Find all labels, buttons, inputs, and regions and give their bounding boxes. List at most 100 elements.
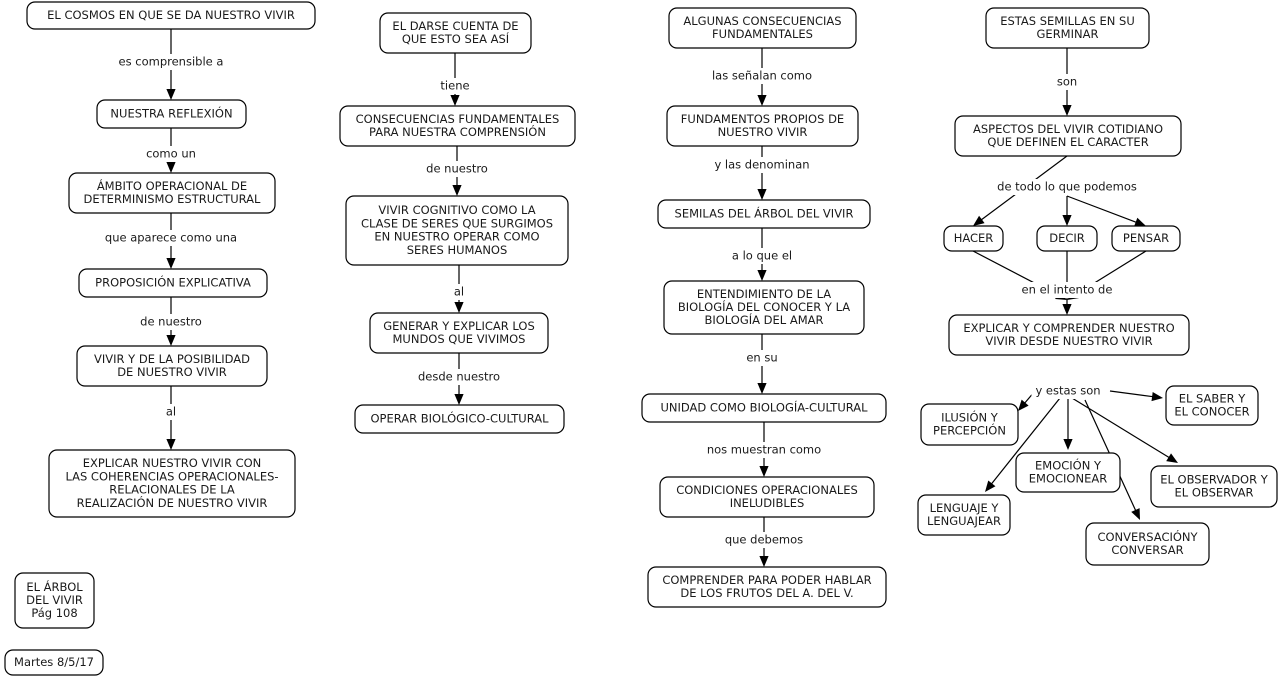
node-unidad-como-biologia-cultural[interactable]: UNIDAD COMO BIOLOGÍA-CULTURAL bbox=[641, 393, 887, 423]
node-box[interactable] bbox=[666, 105, 859, 147]
node-box[interactable] bbox=[14, 572, 95, 629]
node-box[interactable] bbox=[1036, 225, 1098, 252]
edge-label-backdrop bbox=[1054, 74, 1080, 90]
node-martes-8-5-17[interactable]: Martes 8/5/17 bbox=[4, 649, 104, 676]
node-text-line: CLASE DE SERES QUE SURGIMOS bbox=[361, 216, 553, 230]
node-box[interactable] bbox=[96, 99, 247, 129]
node-text-line: DECIR bbox=[1049, 231, 1085, 245]
node-box[interactable] bbox=[1150, 465, 1278, 508]
node-text-line: DE LOS FRUTOS DEL A. DEL V. bbox=[680, 586, 853, 600]
edge-label-de-nuestro: de nuestro bbox=[140, 315, 202, 329]
node-box[interactable] bbox=[641, 393, 887, 423]
node-box[interactable] bbox=[657, 199, 871, 229]
node-text-line: ILUSIÓN Y bbox=[941, 409, 999, 424]
node-box[interactable] bbox=[48, 449, 296, 518]
nodes-layer: EL COSMOS EN QUE SE DA NUESTRO VIVIR NUES… bbox=[4, 1, 1278, 676]
edge-label-tiene: tiene bbox=[440, 79, 469, 93]
node-box[interactable] bbox=[76, 345, 268, 387]
node-box[interactable] bbox=[379, 12, 532, 54]
node-box[interactable] bbox=[1015, 452, 1121, 493]
node-text-line: ÁMBITO OPERACIONAL DE bbox=[97, 178, 247, 193]
edge-label-backdrop bbox=[743, 350, 781, 366]
node-box[interactable] bbox=[68, 172, 276, 214]
node-box[interactable] bbox=[920, 403, 1019, 446]
node-box[interactable] bbox=[943, 225, 1004, 252]
node-el-observador-y[interactable]: EL OBSERVADOR YEL OBSERVAR bbox=[1150, 465, 1278, 508]
node-el-cosmos-en-que-se-da-nuestro-vivir[interactable]: EL COSMOS EN QUE SE DA NUESTRO VIVIR bbox=[26, 1, 316, 30]
node-text-line: CONDICIONES OPERACIONALES bbox=[676, 483, 858, 497]
edge-label-son: son bbox=[1057, 75, 1077, 89]
node-box[interactable] bbox=[659, 476, 875, 518]
node-text-line: EXPLICAR Y COMPRENDER NUESTRO bbox=[963, 321, 1174, 335]
node-operar-biologico-cultural[interactable]: OPERAR BIOLÓGICO-CULTURAL bbox=[354, 404, 565, 434]
node-el-saber-y[interactable]: EL SABER YEL CONOCER bbox=[1165, 385, 1259, 426]
node-decir[interactable]: DECIR bbox=[1036, 225, 1098, 252]
node-text-line: EL ÁRBOL bbox=[26, 579, 83, 594]
arrow-head-icon bbox=[985, 480, 996, 492]
edge-label-a-lo-que-el: a lo que el bbox=[732, 249, 792, 263]
node-text-line: EL CONOCER bbox=[1174, 405, 1249, 419]
node-nuestra-reflexion[interactable]: NUESTRA REFLEXIÓN bbox=[96, 99, 247, 129]
arrow-head-icon bbox=[450, 95, 460, 106]
arrow-head-icon bbox=[1166, 453, 1178, 463]
node-box[interactable] bbox=[954, 115, 1182, 157]
edge-label-al: al bbox=[166, 405, 176, 419]
node-box[interactable] bbox=[985, 7, 1150, 49]
node-pensar[interactable]: PENSAR bbox=[1111, 225, 1181, 252]
node-text-line: VIVIR Y DE LA POSIBILIDAD bbox=[94, 352, 250, 366]
node-box[interactable] bbox=[663, 280, 865, 335]
node-text-line: PROPOSICIÓN EXPLICATIVA bbox=[95, 275, 251, 290]
node-box[interactable] bbox=[26, 1, 316, 30]
arrow-head-icon bbox=[757, 189, 767, 200]
node-box[interactable] bbox=[345, 195, 569, 266]
edge-label-backdrop bbox=[1015, 282, 1119, 298]
node-text-line: PARA NUESTRA COMPRENSIÓN bbox=[369, 124, 546, 139]
node-text-line: LENGUAJEAR bbox=[927, 514, 1001, 528]
node-box[interactable] bbox=[647, 566, 887, 608]
edge-line bbox=[1071, 397, 1171, 459]
edge-label-nos-muestran-como: nos muestran como bbox=[707, 443, 821, 457]
node-box[interactable] bbox=[917, 494, 1011, 536]
edge-label-es-comprensible-a: es comprensible a bbox=[119, 55, 224, 69]
arrow-head-icon bbox=[757, 95, 767, 106]
node-semilas-del-arbol-del-vivir[interactable]: SEMILAS DEL ÁRBOL DEL VIVIR bbox=[657, 199, 871, 229]
edge-line bbox=[1109, 390, 1155, 398]
node-box[interactable] bbox=[1165, 385, 1259, 426]
arrow-head-icon bbox=[1062, 215, 1072, 226]
node-box[interactable] bbox=[369, 312, 549, 354]
node-box[interactable] bbox=[1085, 522, 1210, 566]
edge-label-backdrop bbox=[996, 179, 1138, 195]
arrow-head-icon bbox=[759, 466, 769, 477]
node-box[interactable] bbox=[4, 649, 104, 676]
node-box[interactable] bbox=[354, 404, 565, 434]
node-text-line: ALGUNAS CONSECUENCIAS bbox=[683, 14, 841, 28]
node-proposicion-explicativa[interactable]: PROPOSICIÓN EXPLICATIVA bbox=[78, 268, 268, 298]
node-box[interactable] bbox=[339, 105, 576, 147]
node-box[interactable] bbox=[668, 7, 857, 49]
node-hacer[interactable]: HACER bbox=[943, 225, 1004, 252]
node-box[interactable] bbox=[948, 314, 1190, 356]
arrow-head-icon bbox=[1062, 304, 1072, 315]
node-box[interactable] bbox=[1111, 225, 1181, 252]
node-box[interactable] bbox=[78, 268, 268, 298]
